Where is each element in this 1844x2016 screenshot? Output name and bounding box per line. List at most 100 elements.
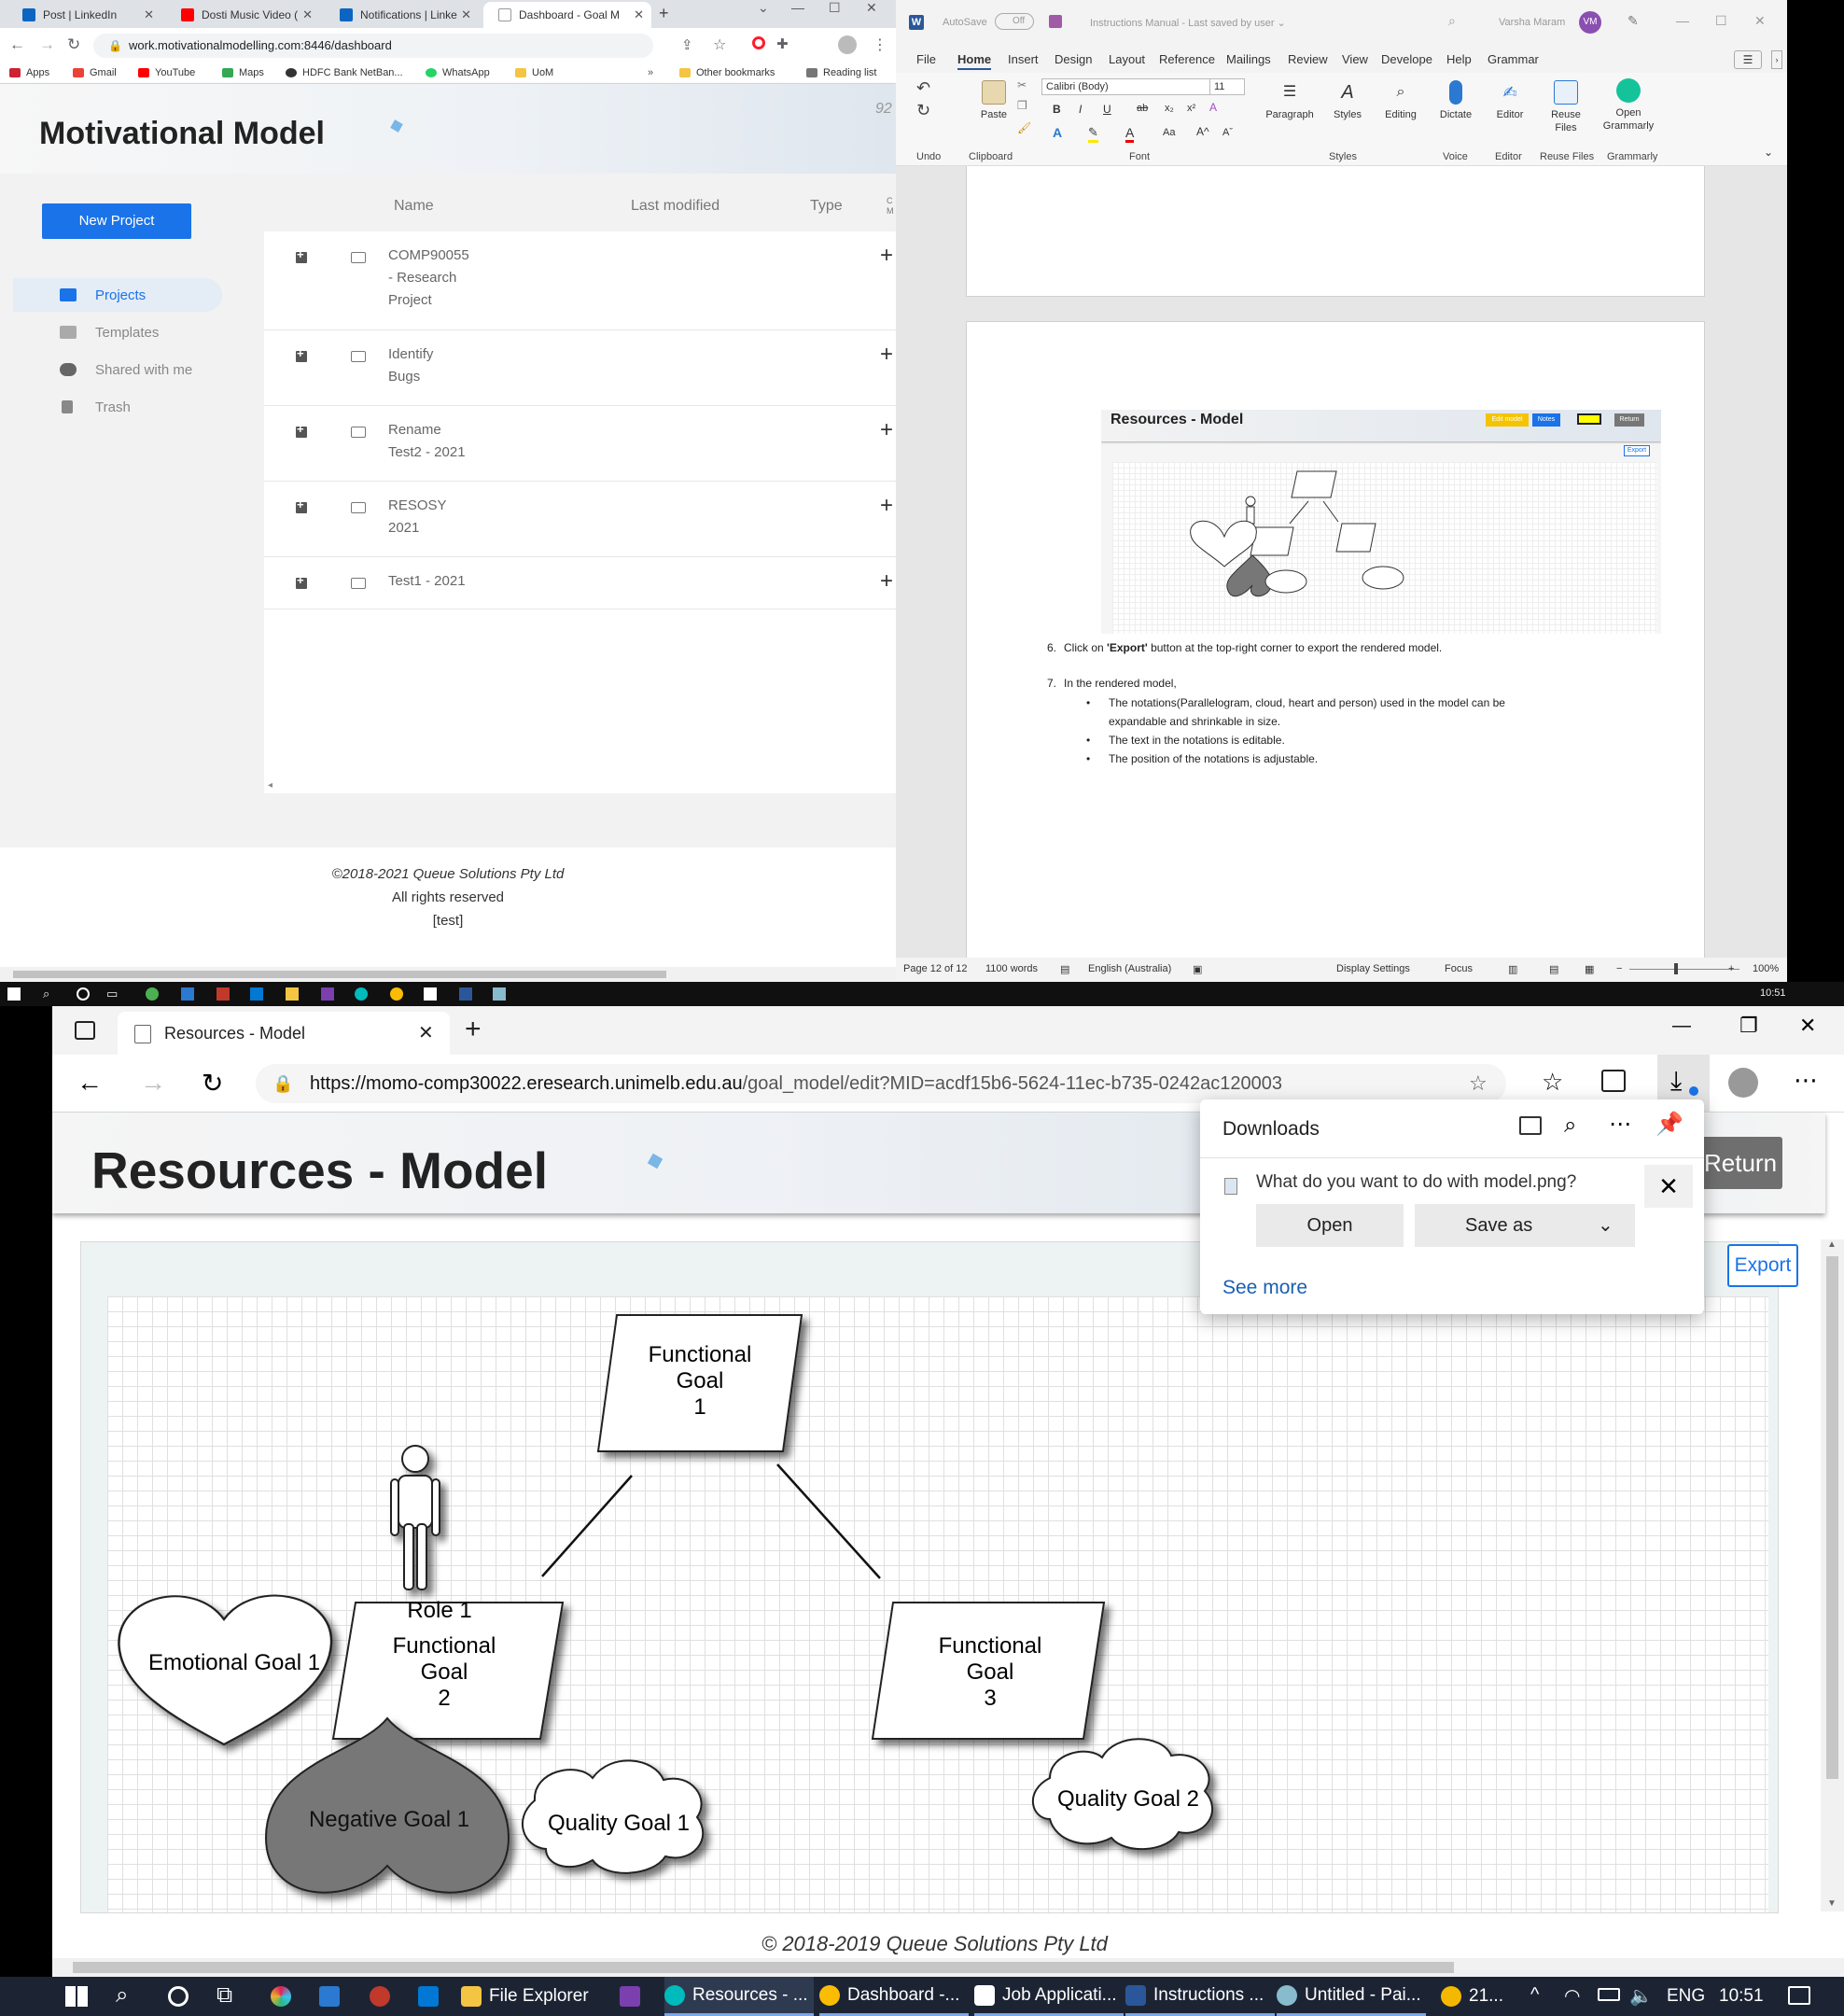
puzzle-icon[interactable]: ✚ [776,36,789,52]
expand-icon[interactable] [296,422,307,438]
maximize-button[interactable]: ☐ [829,0,841,15]
tab-reference[interactable]: Reference [1159,52,1215,66]
tab-developer[interactable]: Develope [1381,52,1432,66]
close-icon[interactable]: ✕ [418,1023,434,1043]
tab-dashboard[interactable]: Dashboard - Goal M✕ [483,2,651,28]
tab-layout[interactable]: Layout [1109,52,1146,66]
favorites-icon[interactable]: ☆ [1542,1068,1564,1096]
open-button[interactable]: Open [1256,1204,1404,1247]
cut-icon[interactable]: ✂ [1017,78,1027,91]
battery-icon[interactable] [1598,1988,1620,2001]
minimize-button[interactable]: — [1672,1015,1691,1036]
bookmark-apps[interactable]: Apps [9,67,49,78]
notifications-icon[interactable] [1788,1986,1810,2005]
clear-format-icon[interactable]: A [1209,101,1218,114]
underline-button[interactable]: U [1103,103,1111,116]
tab-mailings[interactable]: Mailings [1226,52,1271,66]
avatar[interactable] [1728,1068,1758,1098]
notion-icon[interactable] [424,987,437,1001]
close-icon[interactable]: ✕ [461,7,471,21]
expand-icon[interactable] [296,573,307,589]
chrome-icon[interactable] [390,987,403,1001]
strikethrough-button[interactable]: ab [1137,103,1149,114]
format-painter-icon[interactable]: 🖌 [1017,121,1032,134]
print-layout-icon[interactable]: ▤ [1549,964,1559,975]
quality-goal-2[interactable] [1032,1738,1214,1850]
autosave-toggle[interactable]: Off [995,13,1034,30]
opera-icon[interactable] [752,36,765,49]
reload-icon[interactable]: ↻ [67,35,81,53]
horizontal-scrollbar[interactable] [52,1958,1844,1977]
taskbar-word-instructions[interactable]: Instructions ... [1125,1977,1275,2016]
search-icon[interactable]: ⌕ [116,1982,129,2008]
project-row[interactable]: RESOSY 2021 + [264,482,896,557]
maximize-button[interactable]: ☐ [1715,13,1727,28]
forward-arrow-icon[interactable]: → [39,35,55,53]
return-button[interactable]: Return [1695,1137,1782,1189]
font-size-select[interactable]: 11 [1209,78,1245,95]
search-icon[interactable]: ⌕ [1564,1113,1577,1138]
address-bar[interactable]: 🔒work.motivationalmodelling.com:8446/das… [93,34,653,58]
tab-resources-model[interactable]: Resources - Model ✕ [118,1012,450,1055]
add-icon[interactable]: + [880,417,894,442]
zoom-in-icon[interactable]: + [1728,963,1735,974]
dictate-button[interactable]: Dictate [1433,80,1478,121]
project-row[interactable]: Identify Bugs + [264,330,896,406]
weather-widget[interactable]: 21... [1441,1977,1525,2016]
more-icon[interactable]: ⋮ [873,37,887,53]
text-effects-icon[interactable]: A [1053,125,1063,140]
share-icon[interactable]: ⇪ [681,37,693,53]
tab-insert[interactable]: Insert [1008,52,1039,66]
chrome-icon[interactable] [146,987,159,1001]
horizontal-scrollbar[interactable] [0,967,896,982]
star-icon[interactable]: ☆ [713,37,727,53]
new-tab-button[interactable]: + [659,4,669,22]
project-row[interactable]: COMP90055 - Research Project + [264,231,896,330]
shrink-font-icon[interactable]: Aˇ [1222,127,1233,138]
chevron-down-icon[interactable]: ⌄ [1764,146,1774,159]
close-icon[interactable]: ✕ [144,7,154,21]
font-name-select[interactable]: Calibri (Body) [1041,78,1215,95]
scroll-thumb[interactable] [13,971,666,978]
windows-start-icon[interactable] [7,987,21,1001]
more-bookmarks-icon[interactable]: » [648,67,654,78]
wifi-icon[interactable]: ◠ [1564,1986,1581,2007]
task-view-icon[interactable]: ⧉ [217,1982,233,2008]
tab-help[interactable]: Help [1446,52,1472,66]
zoom-slider[interactable] [1629,969,1739,970]
see-more-link[interactable]: See more [1222,1277,1308,1298]
chevron-right-icon[interactable]: › [1771,50,1782,69]
scroll-down-icon[interactable]: ▼ [1827,1898,1837,1909]
powerpoint-icon[interactable] [217,987,230,1001]
sidebar-item-shared[interactable]: Shared with me [13,353,222,386]
tab-view[interactable]: View [1342,52,1368,66]
close-button[interactable]: ✕ [1754,13,1766,28]
add-icon[interactable]: + [880,342,894,367]
search-icon[interactable]: ⌕ [1448,13,1456,28]
taskbar-notion-job[interactable]: Job Applicati... [974,1977,1124,2016]
collections-icon[interactable] [1601,1070,1626,1092]
taskbar-edge-resources[interactable]: Resources - ... [664,1977,814,2016]
close-icon[interactable]: ✕ [302,7,313,21]
clock[interactable]: 10:51 [1719,1986,1764,2006]
add-icon[interactable]: + [880,243,894,268]
edge-icon[interactable] [355,987,368,1001]
connector-line[interactable] [541,1475,633,1577]
bookmark-whatsapp[interactable]: WhatsApp [426,67,490,78]
task-view-icon[interactable]: ▭ [106,987,119,1001]
save-as-button[interactable]: Save as⌄ [1415,1204,1635,1247]
sidebar-item-templates[interactable]: Templates [13,315,222,349]
taskbar-file-explorer[interactable]: File Explorer [461,1977,610,2016]
more-icon[interactable]: ⋯ [1609,1112,1631,1137]
export-button[interactable]: Export [1727,1244,1798,1287]
minimize-button[interactable]: — [791,0,804,15]
close-button[interactable]: ✕ [1799,1014,1817,1037]
bookmark-reading-list[interactable]: Reading list [806,67,876,78]
tab-home[interactable]: Home [957,52,992,70]
slack-icon[interactable] [271,1986,291,2007]
connector-line[interactable] [776,1463,881,1579]
onenote-icon[interactable] [620,1986,640,2007]
subscript-button[interactable]: x₂ [1165,103,1174,114]
vscode-icon[interactable] [319,1986,340,2007]
more-icon[interactable]: ⋯ [1794,1066,1818,1094]
